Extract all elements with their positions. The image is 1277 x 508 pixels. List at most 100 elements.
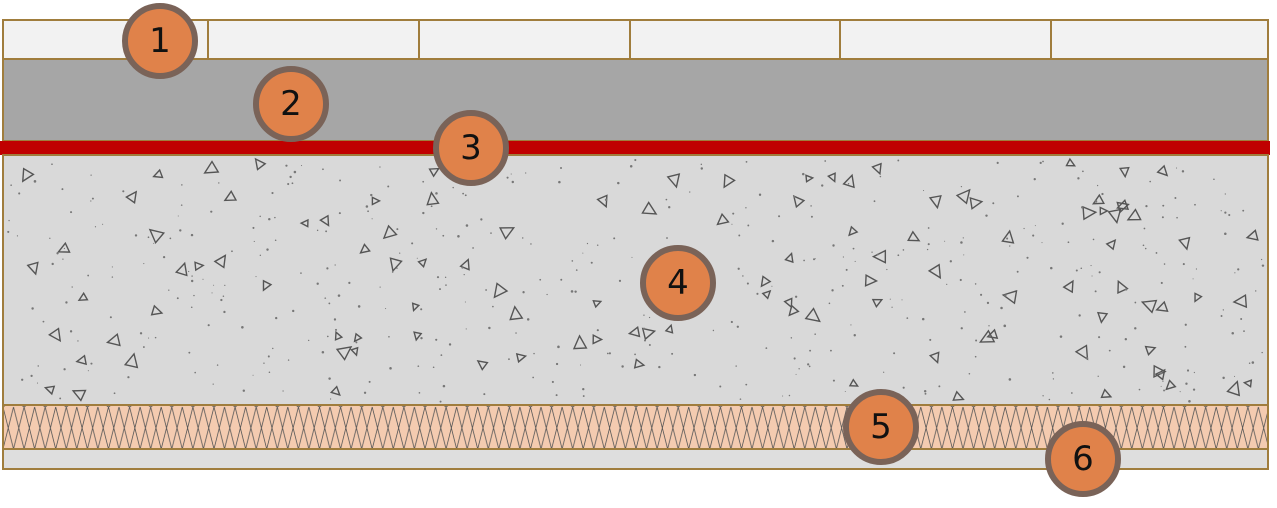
aggregate-dot <box>328 302 331 305</box>
aggregate-dot <box>831 289 834 292</box>
aggregate-stone <box>986 328 999 339</box>
aggregate-dot <box>1144 247 1147 250</box>
aggregate-stone <box>359 243 371 254</box>
aggregate-dot <box>582 387 585 391</box>
aggregate-stone <box>319 214 330 227</box>
aggregate-stone <box>174 261 188 277</box>
aggregate-dot <box>739 398 742 400</box>
aggregate-dot <box>324 297 327 299</box>
aggregate-stone <box>969 196 984 210</box>
aggregate-dot <box>1041 242 1043 244</box>
aggregate-dot <box>322 168 324 171</box>
aggregate-dot <box>316 229 319 232</box>
aggregate-dot <box>1016 195 1019 198</box>
aggregate-dot <box>560 166 563 169</box>
aggregate-dot <box>255 276 257 278</box>
aggregate-dot <box>63 247 66 250</box>
aggregate-dot <box>1194 203 1196 206</box>
aggregate-stone <box>1065 157 1077 167</box>
aggregate-dot <box>1108 349 1111 352</box>
aggregate-dot <box>810 205 812 207</box>
aggregate-dot <box>113 392 116 395</box>
aggregate-dot <box>700 167 703 170</box>
aggregate-dot <box>1098 271 1101 274</box>
aggregate-dot <box>902 386 905 389</box>
aggregate-dot <box>893 352 896 355</box>
aggregate-dot <box>795 373 797 375</box>
aggregate-dot <box>212 383 214 385</box>
aggregate-dot <box>575 269 578 271</box>
aggregate-stone <box>262 279 273 292</box>
aggregate-dot <box>422 211 425 215</box>
aggregate-stone <box>792 194 806 209</box>
aggregate-dot <box>385 308 387 310</box>
aggregate-dot <box>1052 378 1055 380</box>
aggregate-dot <box>736 325 739 328</box>
aggregate-dot <box>596 244 599 246</box>
aggregate-dot <box>1122 365 1126 369</box>
aggregate-dot <box>1059 335 1063 338</box>
aggregate-dot <box>558 180 561 184</box>
aggregate-stone <box>330 385 341 397</box>
aggregate-stone <box>1099 206 1109 216</box>
aggregate-dot <box>439 400 442 403</box>
aggregate-dot <box>853 334 856 337</box>
aggregate-stone <box>254 157 267 171</box>
aggregate-dot <box>1092 238 1095 241</box>
aggregate-stone <box>1074 344 1089 361</box>
aggregate-dot <box>1048 398 1051 401</box>
aggregate-dot <box>464 301 466 303</box>
aggregate-dot <box>522 237 524 239</box>
aggregate-stone <box>805 174 815 183</box>
aggregate-stone <box>804 307 821 323</box>
aggregate-stone <box>382 224 398 240</box>
aggregate-dot <box>285 164 288 167</box>
aggregate-dot <box>642 327 646 331</box>
aggregate-dot <box>648 343 651 346</box>
aggregate-dot <box>370 193 373 197</box>
aggregate-dot <box>348 281 351 284</box>
aggregate-dot <box>515 332 517 334</box>
aggregate-dot <box>508 358 510 361</box>
aggregate-dot <box>1182 263 1185 266</box>
aggregate-dot <box>266 248 269 251</box>
aggregate-dot <box>10 184 12 186</box>
aggregate-dot <box>1162 380 1164 383</box>
aggregate-dot <box>387 185 390 188</box>
aggregate-stone <box>666 173 681 189</box>
aggregate-dot <box>1050 266 1053 270</box>
aggregate-stone <box>515 352 528 364</box>
aggregate-dot <box>889 298 891 300</box>
aggregate-dot <box>122 190 125 193</box>
aggregate-dot <box>18 192 21 195</box>
aggregate-dot <box>220 298 223 302</box>
aggregate-dot <box>1101 192 1104 196</box>
aggregate-stone <box>1232 293 1248 309</box>
aggregate-dot <box>440 354 443 357</box>
aggregate-dot <box>463 273 465 276</box>
aggregate-stone <box>1117 279 1129 295</box>
aggregate-dot <box>216 364 219 366</box>
aggregate-dot <box>850 324 852 326</box>
aggregate-dot <box>771 285 773 287</box>
aggregate-stone <box>1107 208 1122 225</box>
aggregate-dot <box>1078 314 1081 317</box>
aggregate-dot <box>793 357 796 360</box>
aggregate-dot <box>960 327 963 330</box>
aggregate-dot <box>530 243 532 245</box>
aggregate-stone <box>413 331 423 342</box>
aggregate-dot <box>927 243 930 246</box>
aggregate-dot <box>629 164 633 168</box>
base-layer <box>2 448 1269 470</box>
aggregate-dot <box>442 234 445 237</box>
aggregate-dot <box>1192 388 1196 391</box>
aggregate-dot <box>435 338 438 341</box>
aggregate-dot <box>1233 375 1236 377</box>
aggregate-dot <box>798 368 800 370</box>
aggregate-dot <box>422 180 425 183</box>
aggregate-dot <box>693 373 697 377</box>
aggregate-dot <box>1091 275 1093 277</box>
aggregate-dot <box>1080 267 1083 270</box>
aggregate-stone <box>871 298 884 309</box>
